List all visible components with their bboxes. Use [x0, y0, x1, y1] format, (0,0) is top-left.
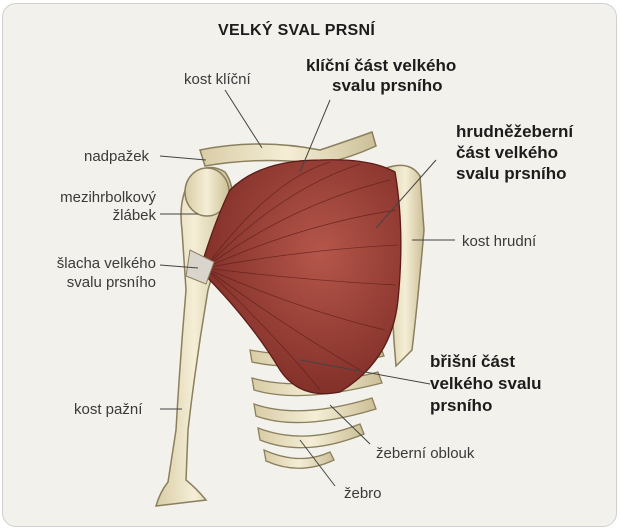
label-brisni-3: prsního: [430, 396, 493, 415]
pectoralis-muscle: [199, 159, 402, 395]
diagram-title: VELKÝ SVAL PRSNÍ: [218, 22, 376, 39]
leader-nadpazek: [159, 155, 207, 161]
label-klicni-cast-1: klíční část velkého: [306, 56, 457, 75]
label-kost-pazni: kost pažní: [74, 401, 143, 418]
leader-hrudnezeberni: [375, 159, 437, 229]
leader-kost-klicni: [224, 89, 263, 149]
label-zeberni-oblouk: žeberní oblouk: [376, 445, 475, 462]
leader-klicni-cast: [299, 99, 331, 173]
rib-4: [257, 423, 365, 449]
label-hrudnezeberni-3: svalu prsního: [456, 164, 567, 183]
leader-zebro: [299, 439, 336, 487]
muscle-fibers: [204, 161, 399, 391]
label-zebro: žebro: [344, 485, 382, 502]
label-mezihrbolkovy-2: žlábek: [112, 207, 156, 224]
leader-zeberni-oblouk: [329, 404, 371, 445]
rib-5: [263, 448, 335, 469]
label-hrudnezeberni-1: hrudněžeberní: [456, 122, 574, 141]
label-brisni-1: břišní část: [430, 352, 516, 371]
leader-lines: [159, 89, 455, 487]
label-kost-klicni: kost klíční: [184, 71, 251, 88]
label-nadpazek: nadpažek: [84, 148, 150, 165]
label-klicni-cast-2: svalu prsního: [332, 76, 443, 95]
label-kost-hrudni: kost hrudní: [462, 233, 537, 250]
label-mezihrbolkovy-1: mezihrbolkový: [60, 189, 156, 206]
label-hrudnezeberni-2: část velkého: [456, 143, 559, 162]
clavicle: [199, 131, 377, 167]
label-slacha-1: šlacha velkého: [56, 255, 156, 272]
leader-brisni: [299, 359, 431, 385]
label-slacha-2: svalu prsního: [66, 274, 156, 291]
label-brisni-2: velkého svalu: [430, 374, 542, 393]
leader-slacha: [159, 264, 199, 269]
rib-3: [253, 397, 377, 424]
